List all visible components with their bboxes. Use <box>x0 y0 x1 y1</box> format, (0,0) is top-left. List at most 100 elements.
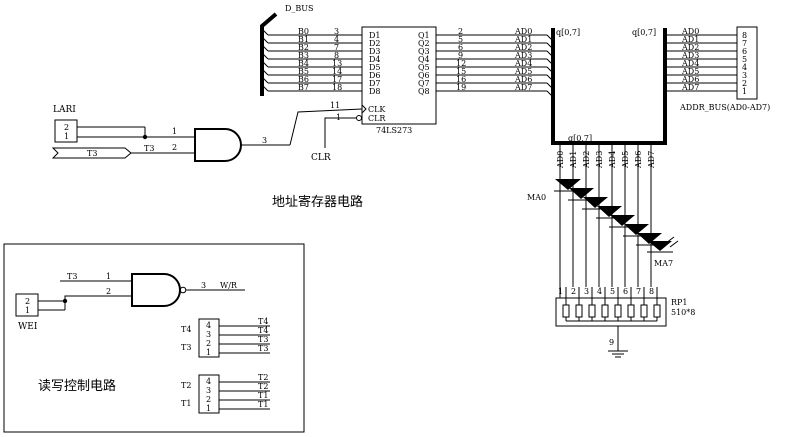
rw-t3-label: T3 <box>67 272 77 281</box>
resistor-pack-rp1: 1 2 3 4 5 6 7 8 <box>555 287 695 351</box>
addr-bus-connector-rows: AD0 AD1 AD2 AD3 AD4 AD5 AD6 AD7 <box>665 27 737 92</box>
gate-pin-num: 2 <box>172 143 177 152</box>
input-label: B2 <box>298 43 309 52</box>
chip-pin-d7: D7 <box>369 79 381 88</box>
connector-pin-num: 5 <box>742 55 747 64</box>
connector-pin-num: 2 <box>742 79 747 88</box>
bus-range-label: q[0,7] <box>632 28 656 37</box>
connector-side-label: T4 <box>258 326 268 335</box>
rp1-label: RP1 <box>671 298 688 307</box>
rw-control-title: 读写控制电路 <box>38 378 116 394</box>
connector-pin-num: 4 <box>206 377 211 386</box>
ad-label: AD3 <box>514 51 532 60</box>
clk-pin-num: 11 <box>330 101 340 110</box>
input-row-6: B6 17 <box>261 75 362 84</box>
connector-pin-num: 4 <box>206 321 211 330</box>
output-row-1: 5 AD1 <box>436 35 547 44</box>
gate-pin-num: 3 <box>201 281 206 290</box>
connector-pin-num: 1 <box>206 404 211 413</box>
rp-pin-num: 3 <box>584 287 589 296</box>
rp-pin-num: 8 <box>649 287 654 296</box>
ad-label: AD7 <box>514 83 532 92</box>
chip-pin-q7: Q7 <box>418 79 430 88</box>
rp-pins: 1 2 3 4 5 6 7 8 <box>558 287 654 296</box>
led-7: AD7 <box>647 143 679 287</box>
t2-t1-connector: 4 3 2 1 T2 T1 T2 T2 T1 T1 <box>181 373 270 414</box>
chip-pin-q5: Q5 <box>418 63 430 72</box>
ad-label: AD2 <box>514 43 532 52</box>
ad-label: AD5 <box>514 67 532 76</box>
chip-pin-clk: CLK <box>368 105 386 114</box>
d-pin-num: 8 <box>334 51 339 60</box>
connector-pin-num: 3 <box>206 386 211 395</box>
chip-pin-q3: Q3 <box>418 47 430 56</box>
input-label: B7 <box>298 83 309 92</box>
d-pin-num: 4 <box>334 35 339 44</box>
chip-pin-d1: D1 <box>369 31 381 40</box>
d-pin-num: 13 <box>332 59 342 68</box>
output-row-2: 6 AD2 <box>436 43 547 52</box>
connector-pin-num: 2 <box>64 123 69 132</box>
output-row-4: 12 AD4 <box>436 59 547 68</box>
q-pin-num: 6 <box>458 43 463 52</box>
connector-pin-num: 1 <box>206 348 211 357</box>
resistors <box>559 287 661 322</box>
output-row-0: 2 AD0 <box>436 27 547 36</box>
connector-pin-num: 2 <box>206 339 211 348</box>
wr-label: W/R <box>220 281 238 290</box>
rw-control-panel: 2 1 WEI T3 1 2 3 W/R 4 3 2 1 T4 <box>3 243 305 433</box>
output-row-3: 9 AD3 <box>436 51 547 60</box>
chip-pin-d6: D6 <box>369 71 381 80</box>
connector-side-label: T3 <box>258 344 268 353</box>
connector-side-label: T1 <box>181 399 191 408</box>
ad-label: AD2 <box>681 43 699 52</box>
t3-port-label: T3 <box>87 149 97 158</box>
rp1-value: 510*8 <box>671 308 695 317</box>
rp-pin-num: 1 <box>558 287 563 296</box>
connector-side-label: T1 <box>258 391 268 400</box>
q-pin-num: 2 <box>458 27 463 36</box>
ad-label: AD5 <box>681 67 699 76</box>
led-6: AD6 <box>634 143 663 287</box>
addr-register-title: 地址寄存器电路 <box>272 194 363 210</box>
connector-pin-num: 1 <box>64 132 69 141</box>
addr-bus-label: ADDR_BUS(AD0-AD7) <box>679 103 770 112</box>
ad-label: AD0 <box>514 27 532 36</box>
output-row-6: 16 AD6 <box>436 75 547 84</box>
rp-pin-num: 4 <box>597 287 602 296</box>
ad-label: AD4 <box>514 59 532 68</box>
clk-clr-lines: 11 1 CLR <box>311 101 356 163</box>
bus-range-label: q[0,7] <box>556 28 580 37</box>
connector-side-label: T3 <box>258 335 268 344</box>
ad-label: AD6 <box>681 75 699 84</box>
chip-pin-q2: Q2 <box>418 39 430 48</box>
ad-label: AD1 <box>514 35 532 44</box>
connector-pin-num: 4 <box>742 63 747 72</box>
input-row-5: B5 14 <box>261 67 362 76</box>
input-label: B6 <box>298 75 309 84</box>
input-label: B0 <box>298 27 309 36</box>
chip-74ls273: D1 D2 D3 D4 D5 D6 D7 D8 Q1 Q2 Q3 Q4 Q5 Q… <box>356 26 437 135</box>
connector-side-label: T1 <box>258 400 268 409</box>
gate-pin-num: 2 <box>106 287 111 296</box>
and-gate-rw: T3 1 2 3 W/R <box>60 272 245 307</box>
connector-pin-num: 3 <box>206 330 211 339</box>
q-pin-num: 16 <box>456 75 466 84</box>
lari-label: LARI <box>53 105 76 115</box>
output-row-5: 15 AD5 <box>436 67 547 76</box>
q-pin-num: 5 <box>458 35 463 44</box>
d-pin-num: 3 <box>334 27 339 36</box>
ad-label: AD6 <box>514 75 532 84</box>
ad-label: AD1 <box>681 35 699 44</box>
ground-icon <box>608 350 628 358</box>
d-pin-num: 14 <box>332 67 342 76</box>
chip-pin-d3: D3 <box>369 47 381 56</box>
ma0-label: MA0 <box>527 193 546 202</box>
input-row-3: B3 8 <box>261 51 362 60</box>
rp-pin-num: 6 <box>623 287 628 296</box>
ad-label: AD4 <box>681 59 699 68</box>
chip-pin-q6: Q6 <box>418 71 430 80</box>
output-row-7: 19 AD7 <box>436 83 547 92</box>
rp-pin-num: 7 <box>636 287 641 296</box>
